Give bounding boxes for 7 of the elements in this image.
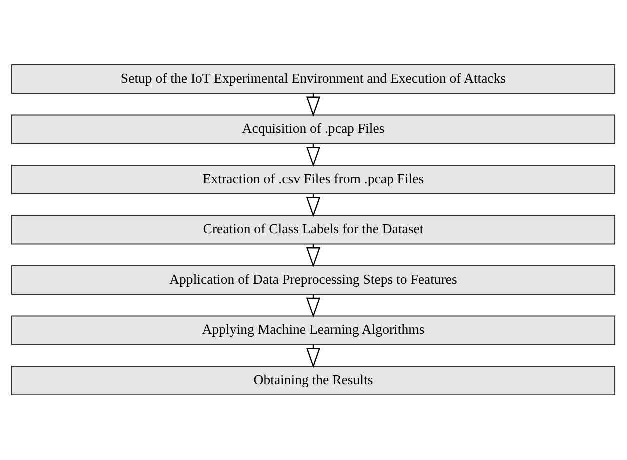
node-box: Creation of Class Labels for the Dataset <box>11 215 616 245</box>
node-box: Applying Machine Learning Algorithms <box>11 316 616 346</box>
node-box: Application of Data Preprocessing Steps to Features <box>11 265 616 296</box>
node-box: Acquisition of .pcap Files <box>11 114 616 144</box>
node-box: Setup of the IoT Experimental Environment and Execution of Attacks <box>11 64 616 94</box>
node-box: Extraction of .csv Files from .pcap Files <box>11 164 616 195</box>
node-box: Obtaining the Results <box>11 366 616 396</box>
